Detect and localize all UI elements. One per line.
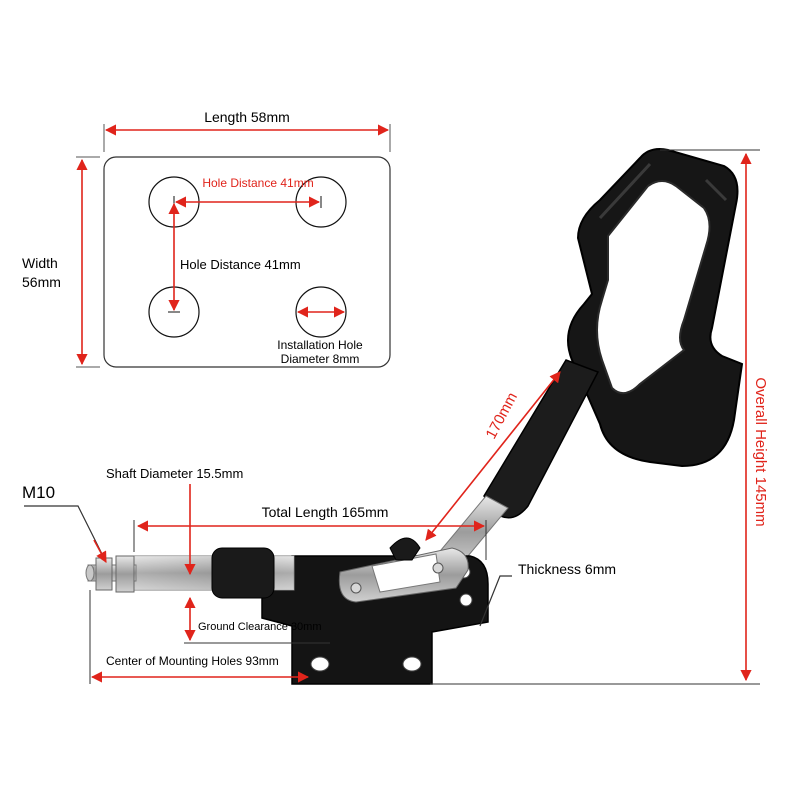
overall-height-label: Overall Height 145mm	[752, 377, 769, 526]
handle-sleeve	[483, 359, 600, 519]
total-length-label: Total Length 165mm	[262, 504, 389, 520]
thickness-label: Thickness 6mm	[518, 561, 616, 577]
hole-distance-vertical-label: Hole Distance 41mm	[180, 257, 301, 272]
mount-hole-right	[402, 656, 422, 672]
plate-hole-bottom-right	[295, 286, 347, 338]
ground-clearance-label: Ground Clearance 30mm	[198, 621, 322, 633]
mount-hole-left	[310, 656, 330, 672]
install-hole-label-line1: Installation Hole	[277, 338, 363, 352]
shaft-collar	[211, 547, 275, 599]
shaft-diameter-label: Shaft Diameter 15.5mm	[106, 466, 243, 481]
push-pull-clamp-illustration	[85, 148, 744, 685]
mount-center-label: Center of Mounting Holes 93mm	[106, 654, 279, 668]
m10-label: M10	[22, 483, 55, 502]
length-label: Length 58mm	[204, 109, 290, 125]
hole-distance-horizontal-label: Hole Distance 41mm	[202, 176, 313, 190]
hex-nut-inner	[115, 555, 135, 593]
install-hole-label-line2: Diameter 8mm	[281, 352, 360, 366]
handle-length-line	[425, 371, 561, 541]
mounting-plate-drawing: Length 58mm Width 56mm Hole Distance 41m…	[22, 109, 391, 368]
thickness-leader	[479, 575, 512, 627]
width-label-line1: Width	[22, 255, 58, 271]
handle-grip-opening	[596, 180, 711, 395]
hex-nut-outer	[95, 557, 113, 591]
plate-outline	[103, 156, 391, 368]
pivot-hole-lower	[459, 593, 473, 607]
m10-leader	[24, 505, 105, 559]
handle-length-label: 170mm	[483, 390, 521, 442]
width-label-line2: 56mm	[22, 274, 61, 290]
